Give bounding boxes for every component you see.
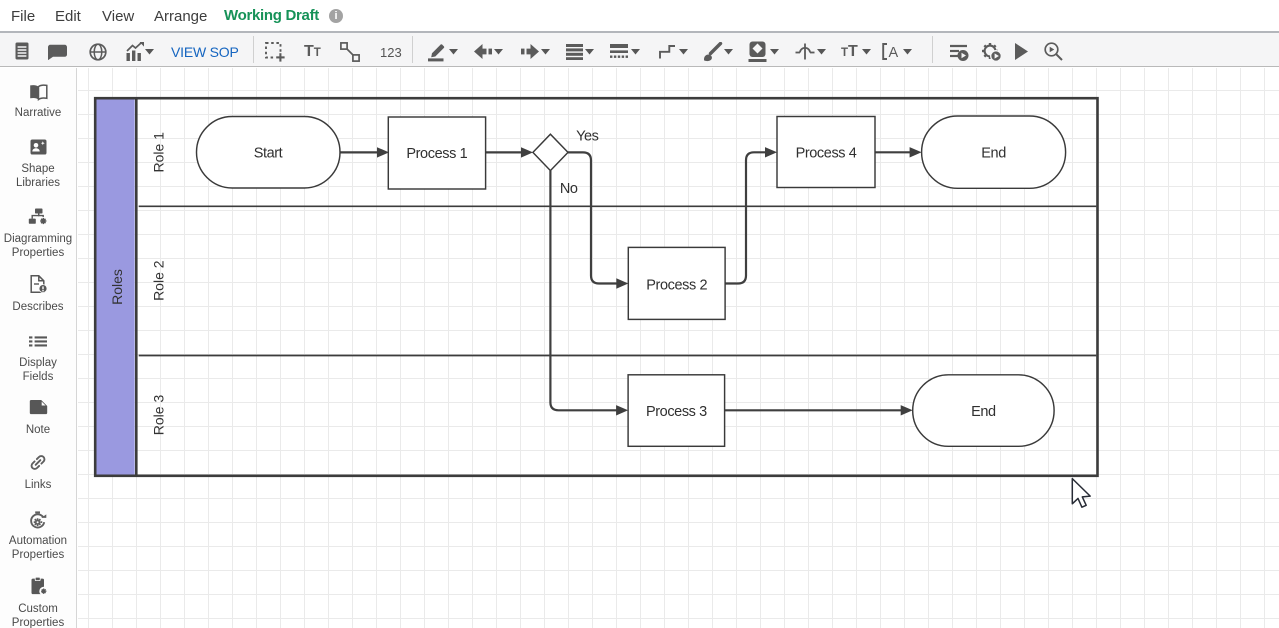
svg-text:Role 1: Role 1	[151, 132, 167, 173]
svg-text:End: End	[981, 145, 1006, 161]
svg-text:Start: Start	[254, 145, 283, 161]
svg-text:Role 2: Role 2	[151, 260, 167, 301]
svg-text:Process 4: Process 4	[796, 145, 857, 161]
svg-text:End: End	[971, 404, 996, 420]
svg-text:No: No	[560, 181, 578, 197]
svg-text:Roles: Roles	[109, 269, 125, 305]
svg-text:Process 3: Process 3	[646, 404, 707, 420]
svg-text:Yes: Yes	[576, 128, 599, 144]
svg-text:Process 2: Process 2	[646, 278, 707, 294]
svg-text:Process 1: Process 1	[406, 146, 467, 162]
svg-text:Role 3: Role 3	[151, 395, 167, 436]
svg-text:A: A	[889, 45, 899, 60]
